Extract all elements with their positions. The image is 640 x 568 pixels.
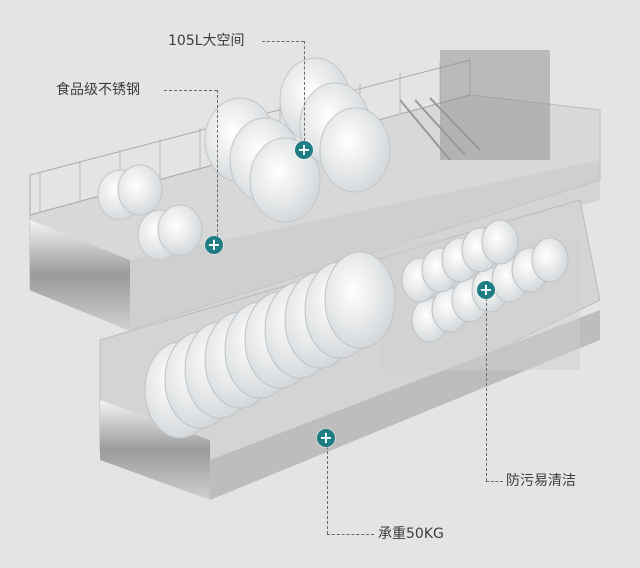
hotspot-capacity-plus-icon[interactable]: + xyxy=(295,141,313,159)
feature-label-material: 食品级不锈钢 xyxy=(56,82,140,98)
callout-line-material-h xyxy=(164,90,217,91)
hotspot-load-plus-icon[interactable]: + xyxy=(317,429,335,447)
callout-line-cleaning-v xyxy=(486,298,487,481)
feature-label-load: 承重50KG xyxy=(378,526,444,542)
feature-label-cleaning: 防污易清洁 xyxy=(506,473,576,489)
hotspot-cleaning-plus-icon[interactable]: + xyxy=(477,281,495,299)
callout-line-cleaning-h xyxy=(486,481,503,482)
lower-basket xyxy=(99,199,601,500)
hotspot-material-plus-icon[interactable]: + xyxy=(205,236,223,254)
feature-label-capacity: 105L大空间 xyxy=(168,33,245,49)
callout-line-load-v xyxy=(327,446,328,534)
callout-line-capacity-h xyxy=(262,41,304,42)
upper-basket xyxy=(29,50,601,331)
callout-line-capacity-v xyxy=(304,41,305,141)
callout-line-load-h xyxy=(327,534,374,535)
callout-line-material-v xyxy=(217,90,218,237)
